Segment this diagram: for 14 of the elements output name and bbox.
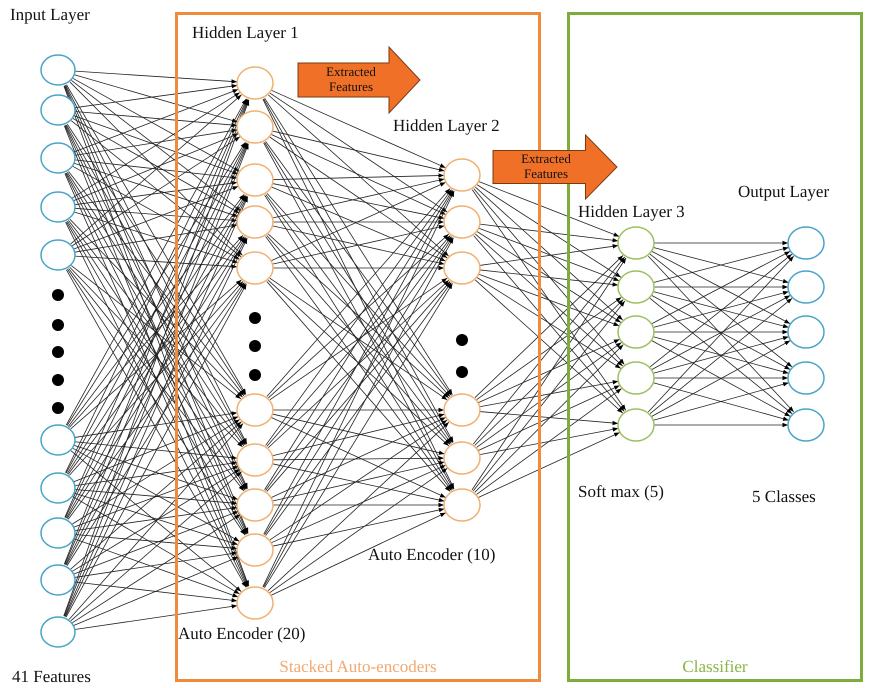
layer-label: Hidden Layer 2 [393, 117, 500, 136]
layer-label: Input Layer [10, 6, 90, 25]
layer-label: 5 Classes [752, 488, 816, 507]
layer-label: Hidden Layer 1 [192, 24, 299, 43]
layer-label: Auto Encoder (10) [368, 546, 496, 565]
layer-label: Auto Encoder (20) [178, 625, 306, 644]
layer-label: 41 Features [12, 668, 91, 687]
layer-label: Output Layer [738, 183, 830, 202]
group-title: Classifier [681, 657, 749, 677]
layer-label: Soft max (5) [578, 483, 664, 502]
block-arrow: Extracted Features [492, 133, 618, 201]
group-title: Stacked Auto-encoders [278, 657, 438, 677]
layer-label: Hidden Layer 3 [578, 203, 685, 222]
block-arrow: Extracted Features [297, 45, 421, 115]
